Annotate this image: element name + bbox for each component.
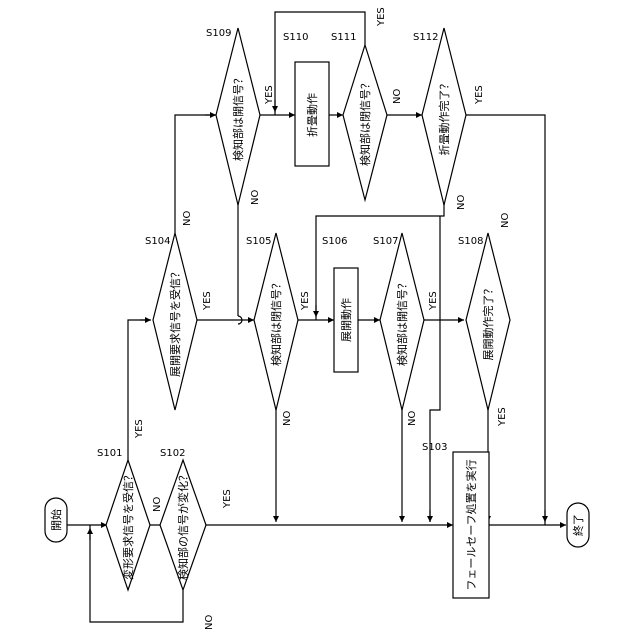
- s111-no: NO: [392, 89, 403, 104]
- s102-tag: S102: [160, 448, 185, 459]
- s106-tag: S106: [322, 236, 347, 247]
- edge-s101-s104: [128, 320, 150, 460]
- s108-tag: S108: [458, 236, 483, 247]
- s108-yes: YES: [497, 407, 508, 427]
- s105-yes: YES: [300, 291, 311, 311]
- s108-no: NO: [500, 213, 511, 228]
- s101-label: 変形要求信号を受信？: [121, 470, 135, 580]
- s105-label: 検知部は閉信号？: [269, 278, 283, 366]
- s109-no: NO: [250, 190, 261, 205]
- step-tags: S101 S102 S103 S104 S105 S106 S107 S108 …: [97, 28, 483, 459]
- start-label: 開始: [49, 509, 63, 531]
- s104-label: 展開要求信号を受信？: [169, 267, 182, 377]
- s101-no: NO: [152, 497, 163, 512]
- s107-tag: S107: [373, 236, 398, 247]
- s101-yes: YES: [134, 419, 145, 439]
- s110-tag: S110: [283, 32, 308, 43]
- s105-tag: S105: [246, 236, 271, 247]
- s107-no: NO: [407, 411, 418, 426]
- s112-label: 折畳動作完了？: [437, 79, 451, 156]
- s101-tag: S101: [97, 448, 122, 459]
- s107-label: 検知部は開信号？: [395, 278, 409, 366]
- s112-no: NO: [456, 195, 467, 210]
- s104-no: NO: [182, 211, 193, 226]
- s102-yes: YES: [222, 489, 233, 509]
- s103-tag: S103: [422, 442, 447, 453]
- s106-label: 展開動作: [339, 298, 353, 342]
- s112-tag: S112: [413, 32, 438, 43]
- s103-label: フェールセーフ処置を実行: [464, 459, 478, 590]
- s102-label: 検知部の信号が変化？: [176, 470, 190, 580]
- s111-label: 検知部は閉信号？: [358, 78, 372, 166]
- s111-yes: YES: [376, 7, 387, 27]
- s108-label: 展開動作完了？: [481, 284, 495, 361]
- s112-yes: YES: [474, 85, 485, 105]
- s109-label: 検知部は開信号？: [231, 73, 245, 161]
- edge-fail-s103: [430, 216, 440, 522]
- s105-no: NO: [282, 411, 293, 426]
- s111-tag: S111: [331, 32, 356, 43]
- s107-yes: YES: [428, 291, 439, 311]
- s104-tag: S104: [145, 236, 170, 247]
- end-label: 終了: [571, 514, 585, 536]
- s110-label: 折畳動作: [305, 93, 319, 137]
- s109-tag: S109: [206, 28, 231, 39]
- s104-yes: YES: [202, 291, 213, 311]
- s109-yes: YES: [264, 85, 275, 105]
- s102-no: NO: [204, 615, 215, 630]
